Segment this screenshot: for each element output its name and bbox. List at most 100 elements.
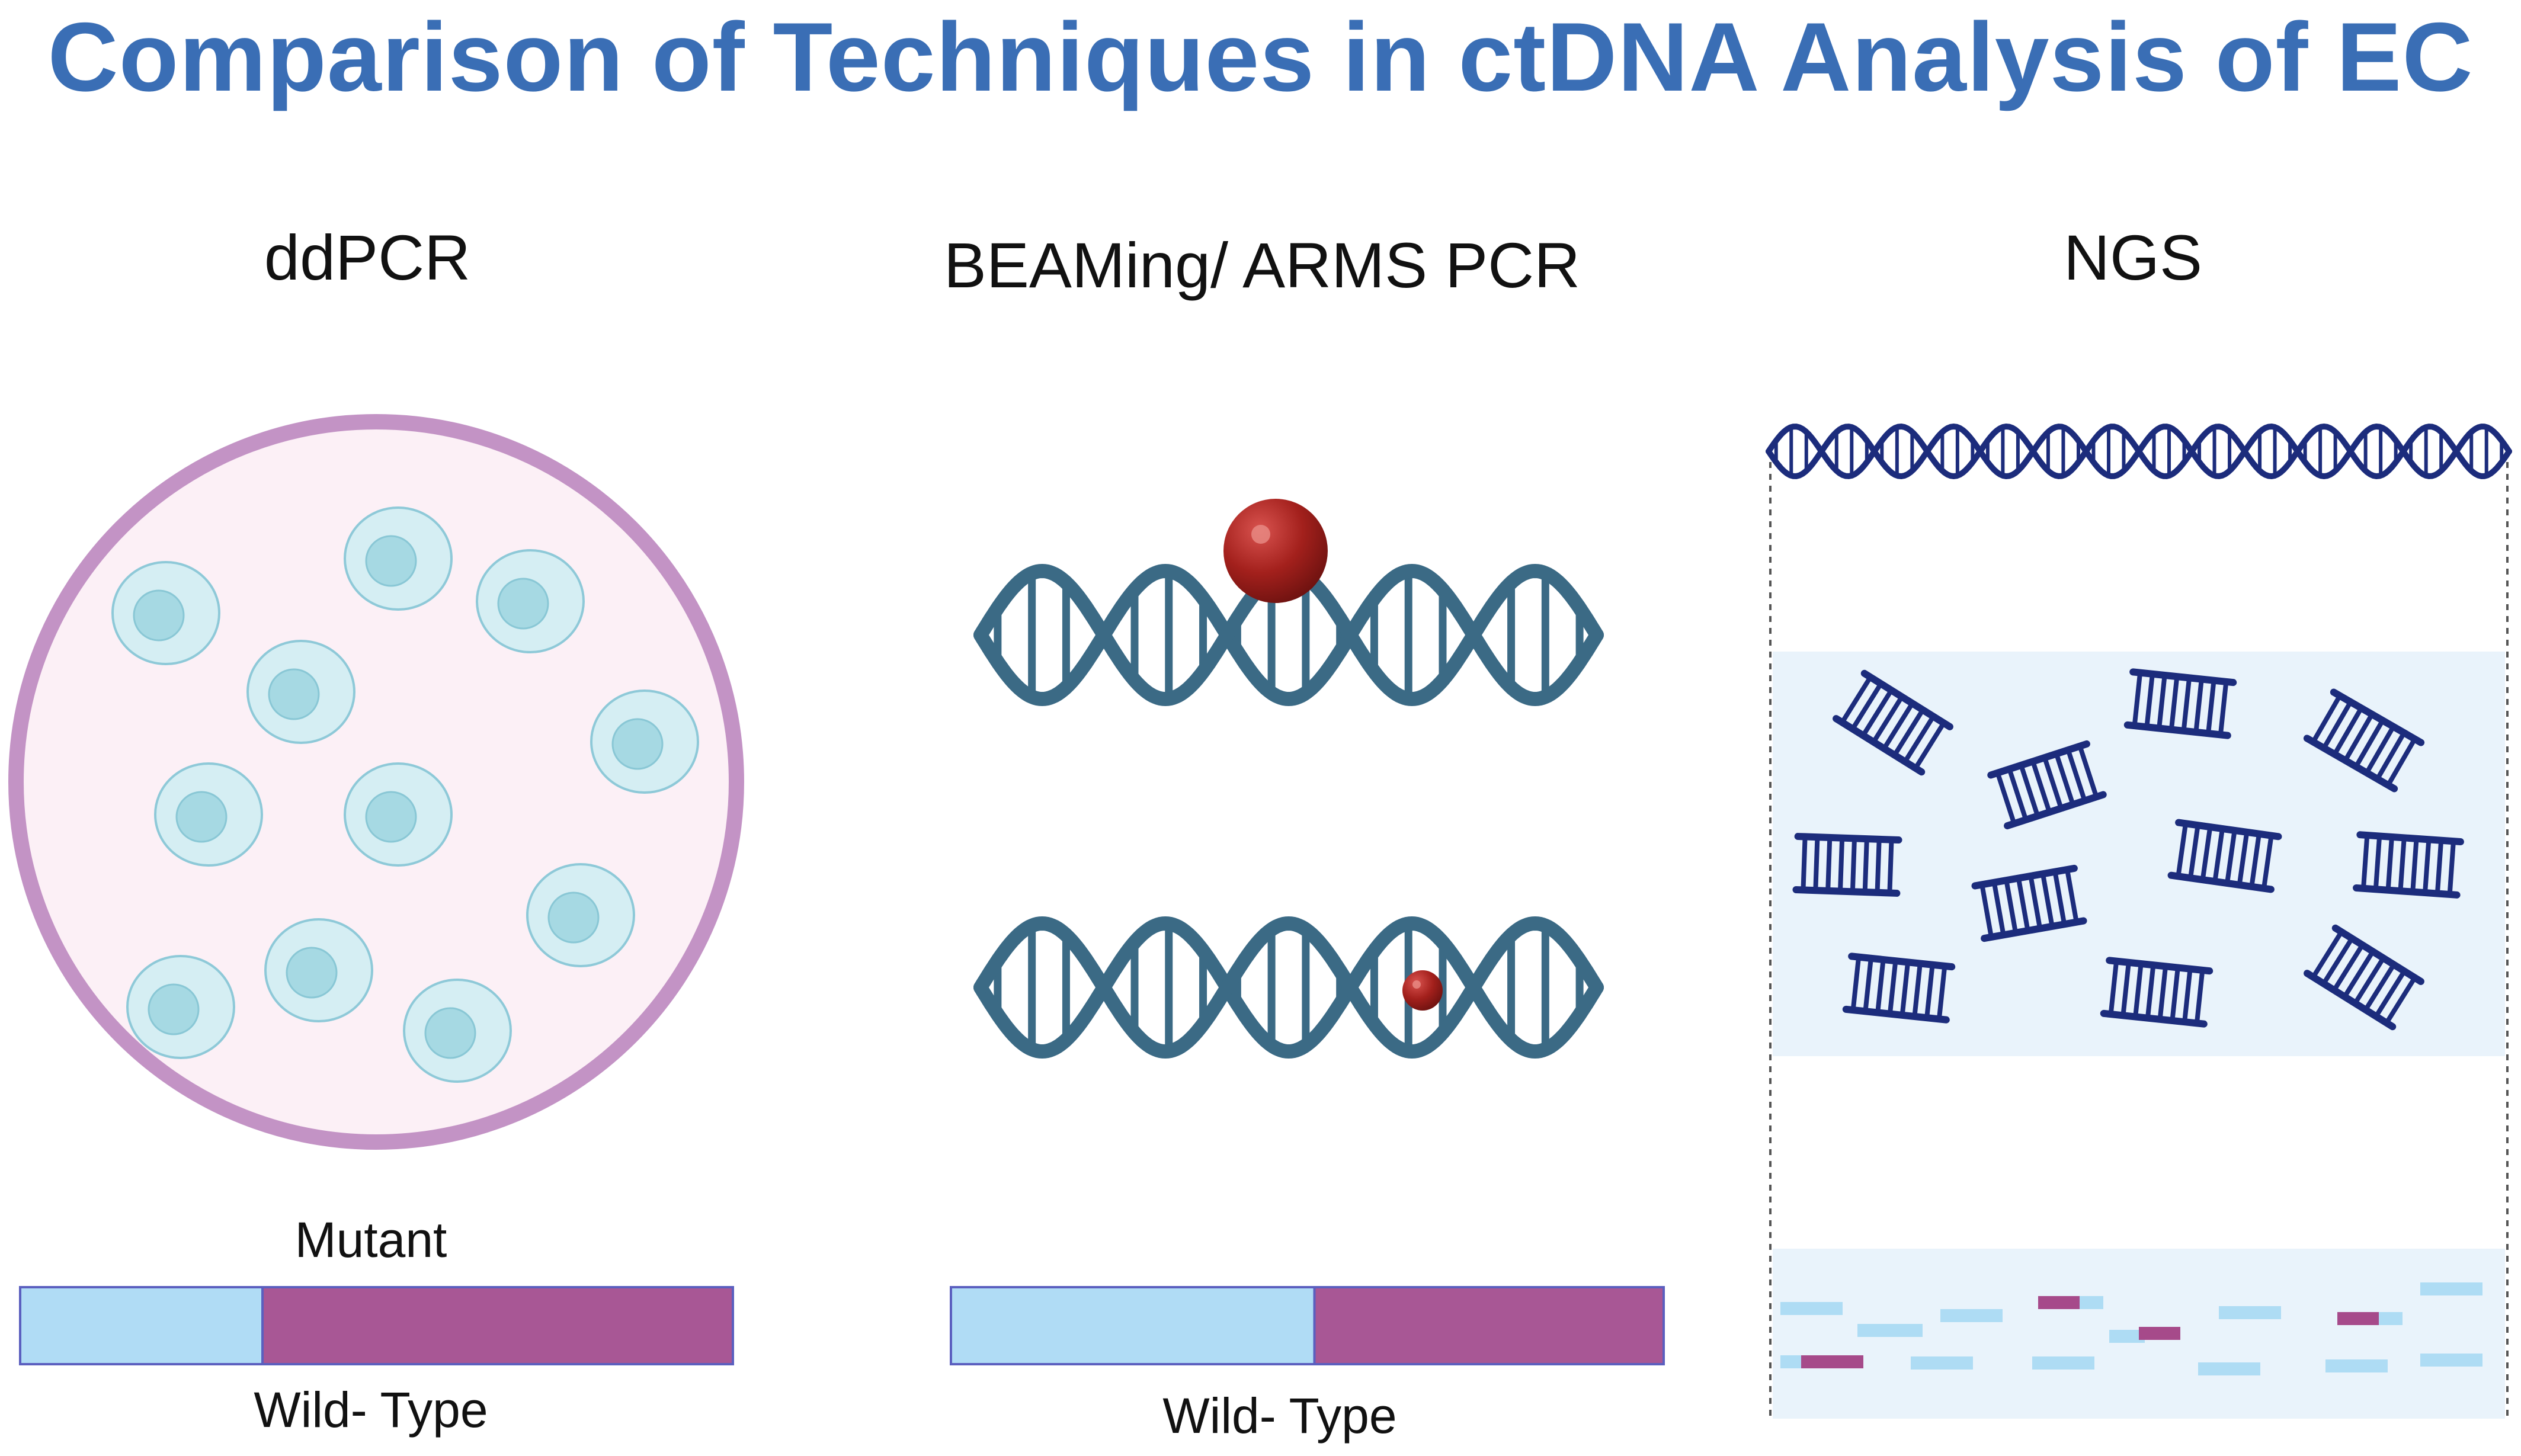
- fragment-rung: [1902, 715, 1936, 763]
- fragment-rail-top: [1794, 833, 1902, 844]
- cell-nucleus-9: [286, 947, 338, 999]
- fragment-rung: [2410, 838, 2419, 892]
- cell-nucleus-11: [424, 1007, 476, 1059]
- fragment-rung: [1863, 958, 1873, 1012]
- mutant-read-4: [2038, 1296, 2080, 1309]
- beaming-mutant-bar: [1313, 1286, 1665, 1365]
- mutant-read-7: [2139, 1327, 2180, 1340]
- fragment-rung: [2261, 835, 2274, 889]
- fragment-rung: [1887, 960, 1898, 1015]
- fragment-rung: [2434, 840, 2444, 894]
- fragment-rung: [2065, 869, 2079, 923]
- fragment-rung: [2016, 877, 2030, 931]
- fragment-rung: [2065, 749, 2087, 801]
- fragment-3: [2303, 688, 2425, 793]
- dna-helix-bottom: [973, 916, 1604, 1059]
- ddpcr-mutant-label: Mutant: [294, 1212, 447, 1268]
- fragment-rung: [2384, 976, 2417, 1024]
- fragment-rail-bottom: [2304, 970, 2397, 1031]
- fragment-rail-top: [1971, 864, 2078, 890]
- fragment-rail-bottom: [2167, 871, 2275, 893]
- dna-bottom-strand-a: [973, 916, 1604, 1059]
- read-12: [1780, 1355, 1804, 1368]
- fragment-rung: [2193, 679, 2204, 733]
- bead-large: [1223, 499, 1328, 603]
- fragment-rung: [2188, 825, 2200, 878]
- fragment-rail-bottom: [1981, 917, 2087, 942]
- fragment-1: [1833, 669, 1953, 776]
- fragment-rung: [2237, 832, 2250, 886]
- fragment-rail-top: [2175, 819, 2282, 841]
- read-11: [2420, 1282, 2482, 1295]
- fragment-rung: [2342, 950, 2375, 998]
- fragment-rung: [2386, 737, 2417, 787]
- mutant-read-9: [2337, 1312, 2379, 1325]
- fragment-rail-bottom: [2100, 1009, 2208, 1028]
- fragment-rung: [2194, 970, 2205, 1024]
- fragment-rail-bottom: [1792, 886, 1901, 897]
- cell-nucleus-2: [365, 535, 417, 587]
- cell-nucleus-6: [175, 791, 228, 843]
- read-16: [2198, 1362, 2260, 1375]
- fragment-rung: [2363, 963, 2396, 1011]
- fragment-rung: [2176, 823, 2188, 877]
- read-6: [2109, 1330, 2145, 1343]
- fragment-rung: [2144, 674, 2155, 727]
- fragment-rung: [1871, 695, 1904, 743]
- fragment-rung: [2132, 672, 2143, 726]
- fragment-rung: [2133, 963, 2144, 1017]
- fragment-rung: [2040, 873, 2055, 927]
- ngs-genome-helix: [1766, 423, 2512, 480]
- fragment-rung: [2206, 680, 2216, 734]
- fragment-rung: [2108, 961, 2119, 1015]
- fragment-rung: [2145, 964, 2156, 1019]
- ddpcr-wildtype-label: Wild- Type: [254, 1382, 488, 1438]
- fragment-rung: [2052, 871, 2067, 925]
- fragment-rung: [2398, 838, 2407, 891]
- fragment-rung: [2168, 676, 2180, 730]
- fragment-rung: [2120, 962, 2131, 1016]
- fragment-rung: [2332, 944, 2365, 992]
- figure-title: Comparison of Techniques in ctDNA Analys…: [47, 2, 2474, 111]
- fragment-rung: [1850, 838, 1857, 892]
- dna-bottom-strand-b: [973, 916, 1604, 1059]
- fragment-rung: [2311, 931, 2344, 979]
- fragment-rung: [2042, 756, 2064, 809]
- ddpcr-mutant-bar: [261, 1286, 734, 1365]
- fragment-rung: [2385, 836, 2394, 890]
- fragment-rail-top: [2106, 957, 2214, 975]
- fragment-rung: [1892, 708, 1925, 756]
- fragment-rail-top: [2356, 831, 2464, 846]
- dna-fragments: [1792, 668, 2464, 1031]
- droplet-cells: [111, 506, 699, 1083]
- fragment-rung: [1887, 839, 1894, 893]
- fragment-rung: [2181, 677, 2192, 732]
- fragment-rail-bottom: [1833, 715, 1926, 776]
- cell-nucleus-10: [148, 983, 200, 1035]
- fragment-6: [2167, 819, 2282, 893]
- fragment-2: [2123, 668, 2237, 739]
- fragment-rail-bottom: [1842, 1005, 1950, 1024]
- fragment-rung: [2007, 768, 2029, 821]
- fragment-rung: [2030, 761, 2052, 813]
- cell-nucleus-7: [365, 791, 417, 843]
- fragment-rung: [1825, 837, 1833, 891]
- fragment-10: [2100, 957, 2214, 1028]
- cell-nucleus-1: [133, 589, 185, 642]
- beaming-wildtype-bar: [950, 1286, 1316, 1365]
- ddpcr-heading: ddPCR: [264, 222, 471, 293]
- fragment-rung: [2423, 839, 2432, 893]
- fragment-rung: [1875, 959, 1886, 1013]
- fragment-rung: [1979, 884, 1994, 938]
- fragment-rung: [2182, 968, 2193, 1022]
- bead-highlight: [1251, 525, 1270, 544]
- fragment-rung: [1913, 721, 1946, 769]
- read-2: [1857, 1324, 1923, 1337]
- read-10: [2379, 1312, 2403, 1325]
- fragment-rail-top: [2331, 924, 2424, 985]
- read-1: [1780, 1302, 1843, 1315]
- fragment-rung: [2375, 732, 2407, 781]
- bead-small: [1402, 970, 1443, 1011]
